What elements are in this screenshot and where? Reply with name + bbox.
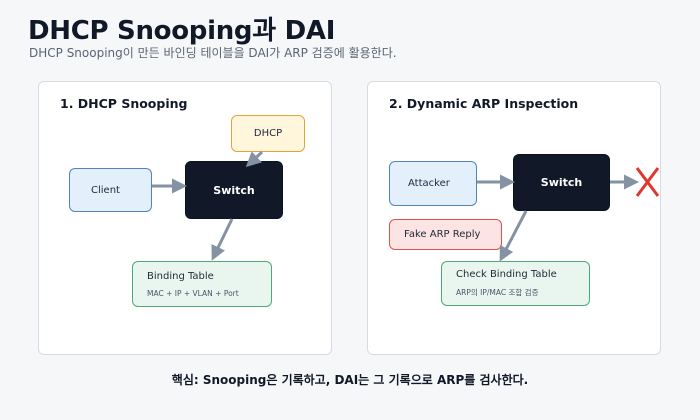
- binding-table-node: Binding Table MAC + IP + VLAN + Port: [132, 261, 272, 307]
- summary-caption: 핵심: Snooping은 기록하고, DAI는 그 기록으로 ARP를 검사한…: [171, 373, 529, 387]
- check-binding-table-desc: ARP의 IP/MAC 조합 검증: [456, 288, 539, 297]
- attacker-node: Attacker: [389, 161, 477, 206]
- dai-panel: 2. Dynamic ARP Inspection: [367, 81, 661, 355]
- panel-title: 2. Dynamic ARP Inspection: [389, 96, 579, 111]
- binding-table-label: Binding Table: [147, 270, 214, 282]
- page-title: DHCP Snooping과 DAI: [28, 16, 336, 46]
- dhcp-server-node: DHCP: [231, 115, 305, 152]
- panel-title: 1. DHCP Snooping: [60, 96, 188, 111]
- fake-arp-reply-node: Fake ARP Reply: [389, 219, 502, 250]
- switch-node: Switch: [185, 161, 283, 219]
- client-node: Client: [69, 168, 152, 212]
- switch-node: Switch: [513, 154, 610, 211]
- binding-table-fields: MAC + IP + VLAN + Port: [147, 288, 239, 298]
- page-subtitle: DHCP Snooping이 만든 바인딩 테이블을 DAI가 ARP 검증에 …: [29, 46, 397, 60]
- check-binding-table-node: Check Binding Table ARP의 IP/MAC 조합 검증: [441, 261, 590, 306]
- check-binding-table-label: Check Binding Table: [456, 269, 557, 280]
